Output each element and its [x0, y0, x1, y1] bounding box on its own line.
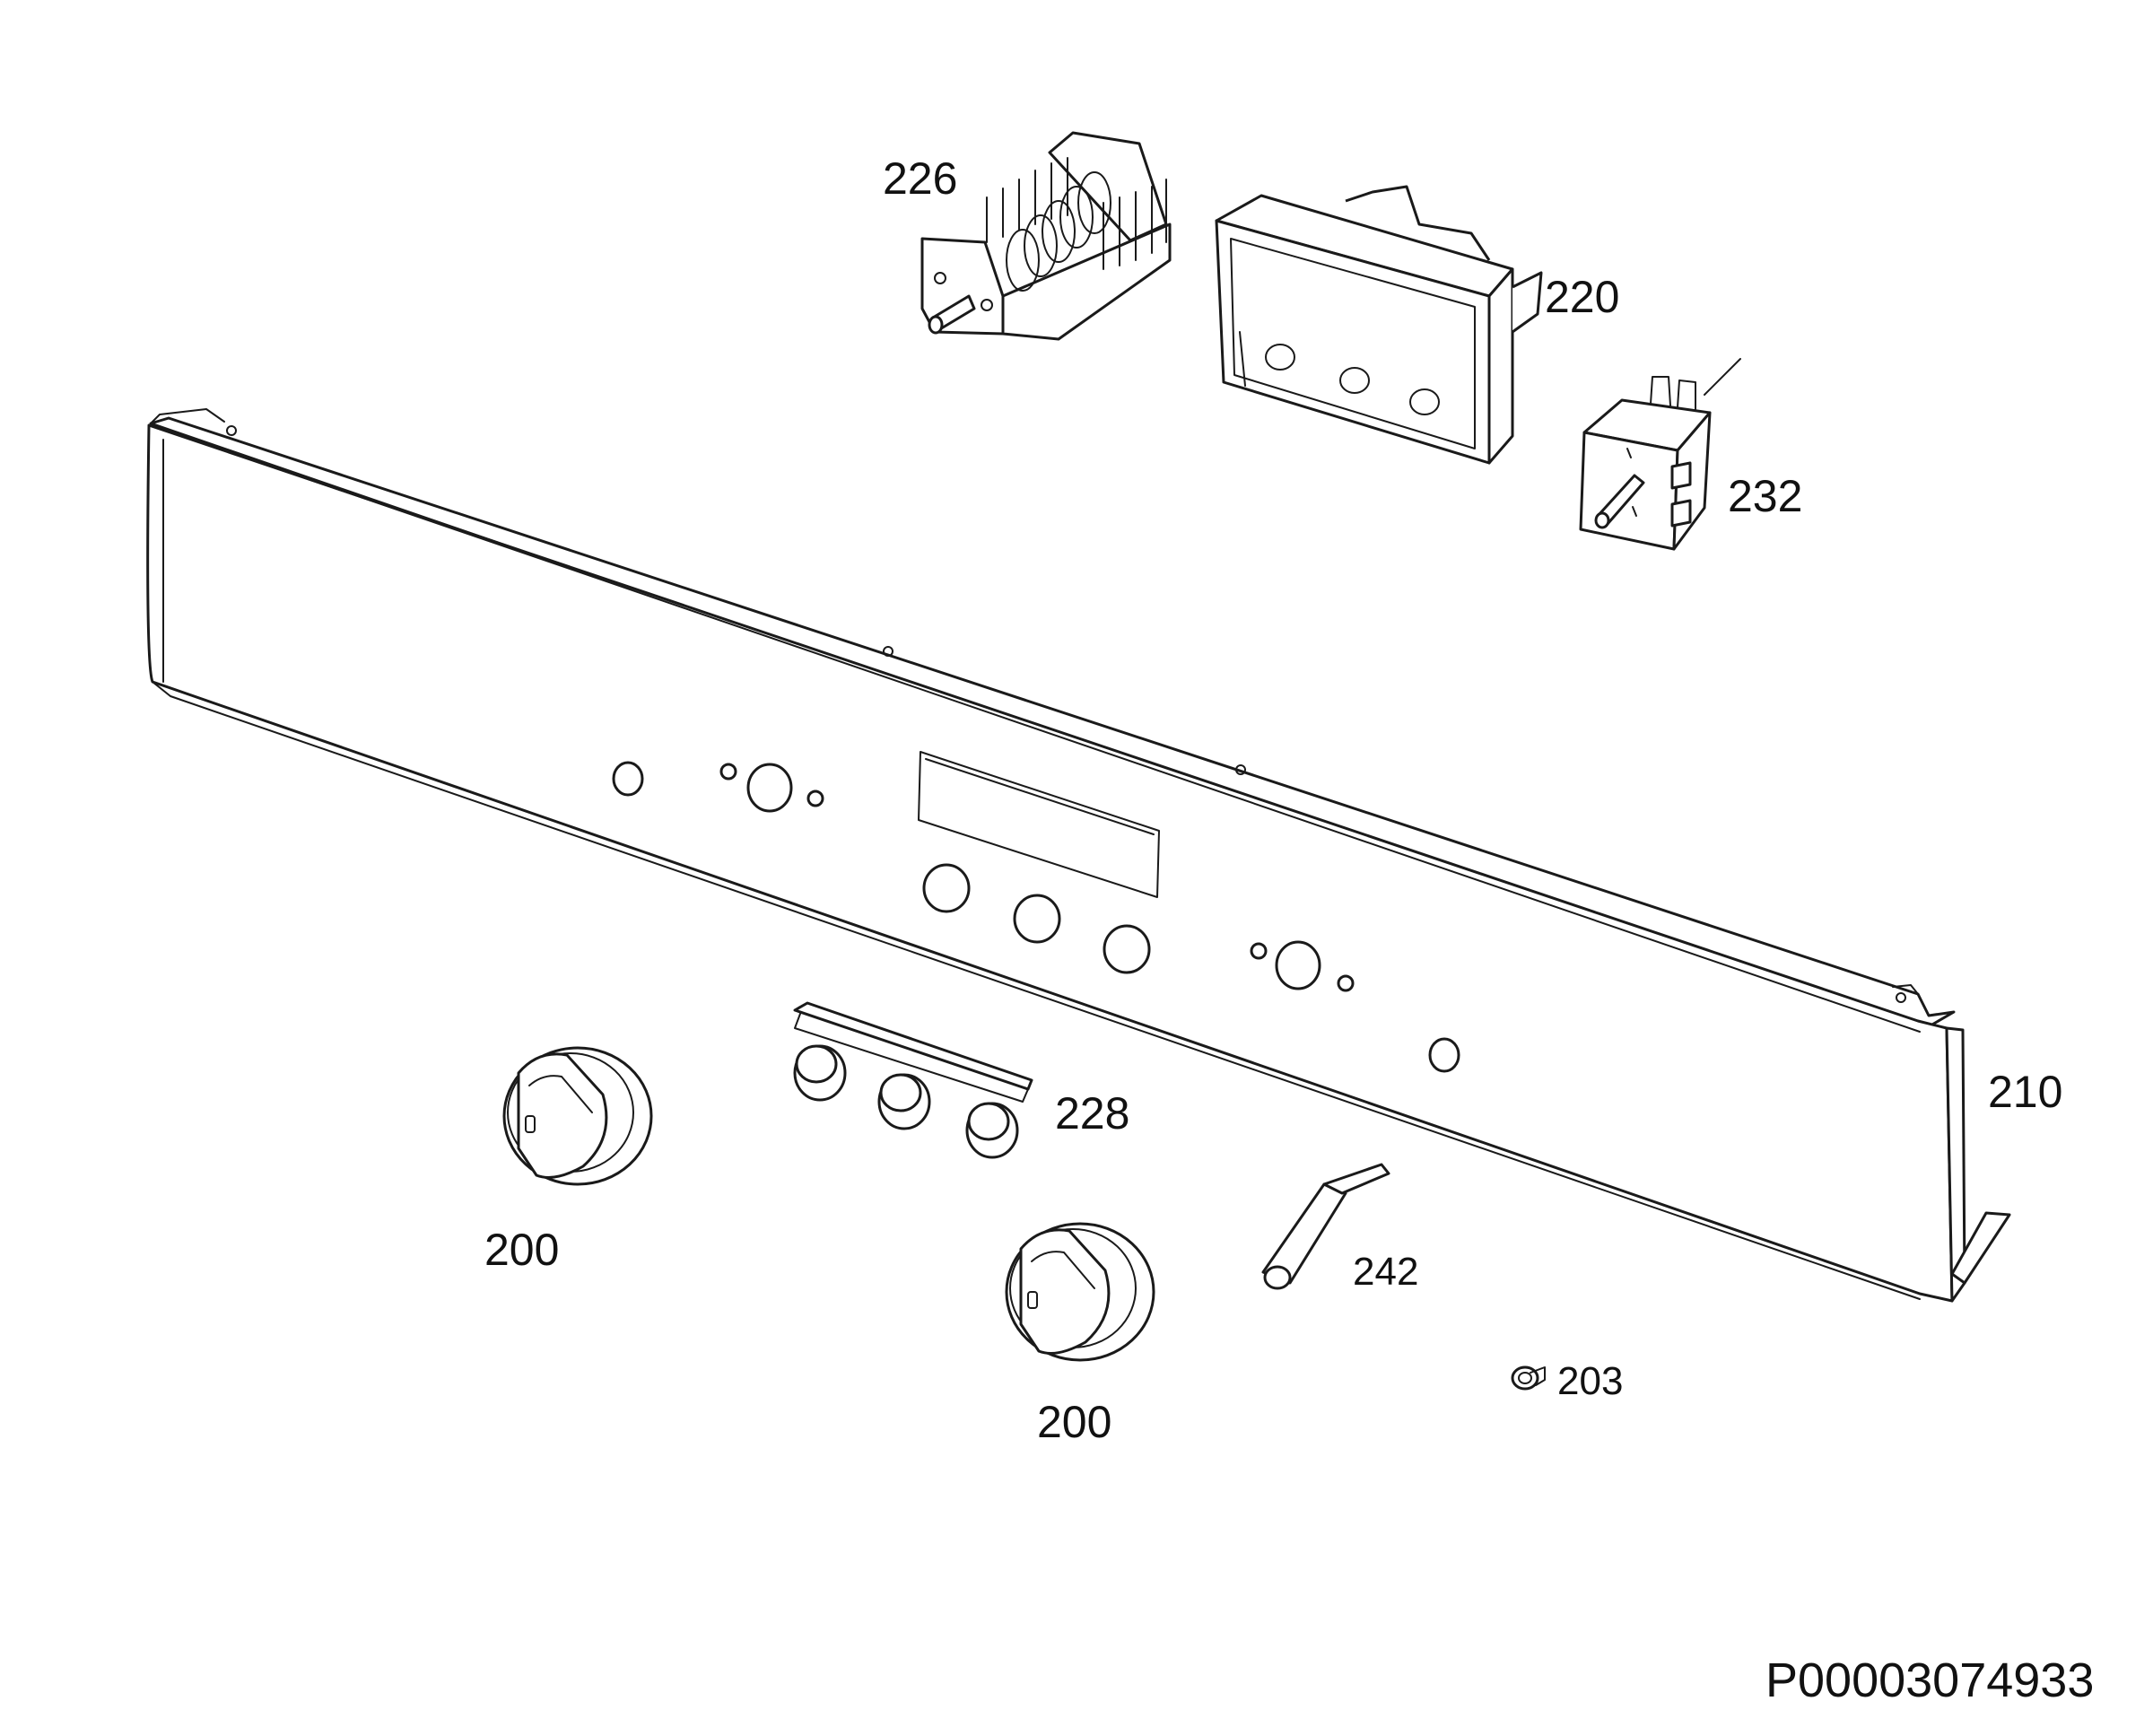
shaft-extension-242: [1261, 1163, 1390, 1290]
label-228: 228: [1055, 1088, 1130, 1138]
label-203: 203: [1557, 1359, 1624, 1403]
display-frame-220: [1215, 185, 1543, 465]
label-220: 220: [1545, 272, 1620, 322]
label-232: 232: [1728, 471, 1803, 521]
thermostat-232: [1579, 358, 1741, 551]
label-200-right: 200: [1037, 1397, 1112, 1447]
screw-203: [1511, 1365, 1546, 1391]
label-200-left: 200: [484, 1225, 560, 1275]
selector-switch-226: [920, 131, 1172, 341]
push-buttons-228: [793, 1001, 1033, 1159]
knob-200-right: [1005, 1222, 1155, 1362]
document-id: P00003074933: [1765, 1653, 2095, 1707]
label-210: 210: [1988, 1067, 2063, 1117]
knob-200-left: [502, 1046, 653, 1186]
control-panel-210: [146, 408, 2011, 1303]
label-226: 226: [883, 153, 958, 204]
label-242: 242: [1353, 1250, 1419, 1294]
